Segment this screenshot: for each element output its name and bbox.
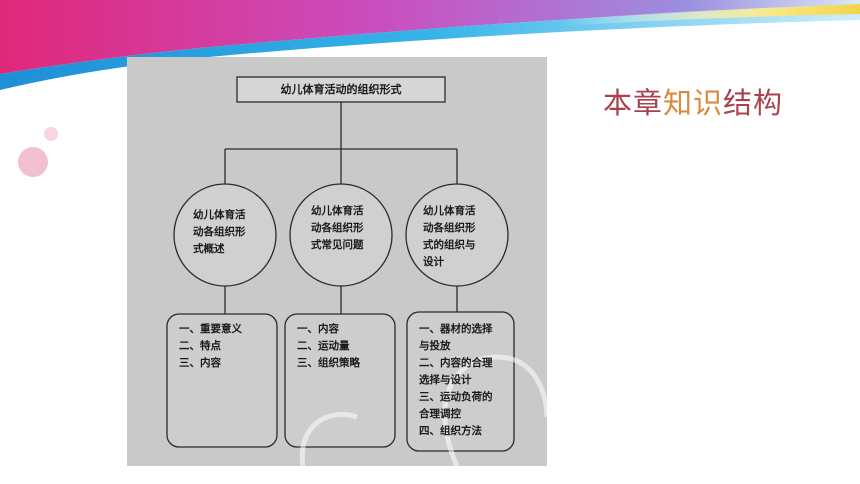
list-item: 三、运动负荷的 bbox=[419, 391, 493, 403]
circle-line: 式的组织与 bbox=[423, 239, 476, 251]
circle-line: 幼儿体育活 bbox=[423, 205, 476, 217]
branch-2-title: 幼儿体育活 动各组织形 式常见问题 bbox=[311, 203, 364, 254]
decor-circle-small bbox=[44, 127, 58, 141]
root-node-label: 幼儿体育活动的组织形式 bbox=[280, 83, 402, 96]
list-item: 合理调控 bbox=[419, 408, 461, 420]
circle-line: 动各组织形 bbox=[311, 222, 364, 234]
title-part-2: 知识 bbox=[663, 86, 724, 120]
list-item: 选择与设计 bbox=[419, 374, 472, 386]
branch-2-items: 一、内容 二、运动量 三、组织策略 bbox=[297, 321, 360, 372]
circle-line: 式常见问题 bbox=[311, 239, 364, 251]
circle-line: 动各组织形 bbox=[193, 226, 246, 238]
list-item: 四、组织方法 bbox=[419, 425, 482, 437]
list-item: 一、重要意义 bbox=[179, 323, 242, 335]
list-item: 二、内容的合理 bbox=[419, 357, 493, 369]
structure-diagram: 幼儿体育活动的组织形式 幼儿体育活 动各组织形 式概述 幼儿体育活 动各组织形 … bbox=[127, 57, 547, 466]
list-item: 与投放 bbox=[419, 340, 451, 352]
circle-line: 幼儿体育活 bbox=[193, 209, 246, 221]
branch-1-title: 幼儿体育活 动各组织形 式概述 bbox=[193, 207, 246, 258]
branch-1-items: 一、重要意义 二、特点 三、内容 bbox=[179, 321, 242, 372]
branch-box-1 bbox=[166, 313, 278, 448]
top-banner bbox=[0, 0, 860, 90]
branch-box-3 bbox=[406, 311, 515, 452]
circle-line: 设计 bbox=[423, 256, 444, 268]
list-item: 三、内容 bbox=[179, 357, 221, 369]
title-part-1: 本章 bbox=[603, 86, 664, 120]
decor-circle-large bbox=[18, 147, 48, 177]
diagram-lines bbox=[166, 76, 547, 466]
branch-3-items: 一、器材的选择 与投放 二、内容的合理 选择与设计 三、运动负荷的 合理调控 四… bbox=[419, 321, 493, 440]
circle-line: 动各组织形 bbox=[423, 222, 476, 234]
list-item: 一、器材的选择 bbox=[419, 323, 493, 335]
section-title: 本章知识结构 bbox=[603, 80, 783, 122]
list-item: 三、组织策略 bbox=[297, 357, 360, 369]
branch-3-title: 幼儿体育活 动各组织形 式的组织与 设计 bbox=[423, 203, 476, 271]
list-item: 二、运动量 bbox=[297, 340, 350, 352]
circle-line: 幼儿体育活 bbox=[311, 205, 364, 217]
title-part-3: 结构 bbox=[723, 86, 784, 120]
list-item: 二、特点 bbox=[179, 340, 221, 352]
root-box bbox=[236, 76, 446, 103]
list-item: 一、内容 bbox=[297, 323, 339, 335]
circle-line: 式概述 bbox=[193, 243, 225, 255]
branch-box-2 bbox=[284, 313, 396, 448]
